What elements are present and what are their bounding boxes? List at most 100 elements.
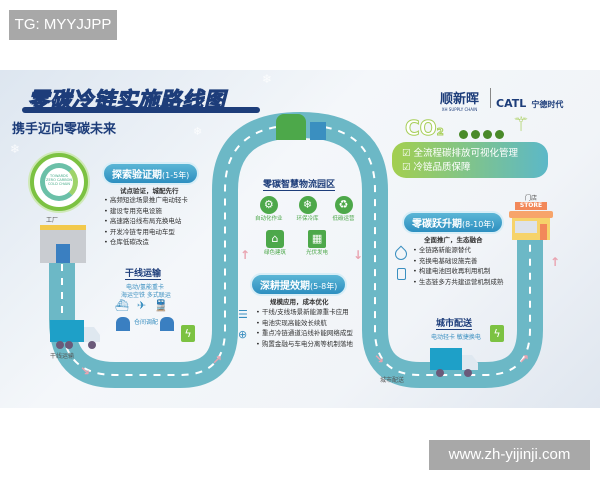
green-building-icon: ⌂ (266, 230, 284, 248)
house-icon (310, 122, 326, 140)
phase2-years: (5-8年) (310, 282, 338, 291)
badge-text: TOWARDS ZERO CARBON COLD CHAIN (46, 174, 72, 186)
list-item: 生态链多方共建运营机制成熟 (413, 277, 504, 288)
snowflake-icon: ❄ (193, 125, 203, 138)
logo-divider (490, 88, 491, 108)
city-delivery-desc: 电动轻卡 敏捷换电 (431, 334, 481, 341)
list-item: 全链路新能源替代 (413, 245, 503, 256)
list-item: 高频短途场景推广电动轻卡 (104, 195, 188, 206)
phase1-list: 高频短途场景推广电动轻卡 建设专用充电设施 高速路沿线布局充换电站 开发冷链专用… (104, 195, 188, 248)
robot-arm-icon: ⚙ (259, 196, 278, 214)
roadmap-infographic: 零碳冷链实施路线图 携手迈向零碳未来 ❄ ❄ ❄ 顺新晖 XH SUPPLY C… (0, 70, 600, 408)
list-item: 电池实现高能效长续航 (256, 318, 353, 329)
list-item: 构建电池回收再利用机制 (413, 266, 503, 277)
phase3-list: 全链路新能源替代 充换电基础设施完善 构建电池回收再利用机制 生态链多方共建运营… (413, 245, 504, 288)
benefit-item: ☑ 冷链品质保障 (402, 162, 471, 173)
phase2-list: 干线/支线场景新能源重卡应用 电池实现高能效长续航 重点冷链通道沿线补能网络成型… (256, 307, 353, 349)
battery-list-icon: ☰ (238, 308, 248, 321)
logistics-park-building-icon (276, 114, 306, 140)
phase2-tagline: 规模应用，成本优化 (270, 298, 329, 306)
phase2-title: 深耕提效期 (260, 281, 310, 292)
list-item: 购置金融与车电分离等机制落地 (256, 339, 353, 350)
warehouse-icon (160, 317, 174, 331)
direction-arrow-icon: ↘ (80, 364, 91, 378)
park-item-label: 光伏发电 (306, 250, 329, 256)
park-item: ♻ 低碳运营 (333, 196, 355, 222)
watermark-top-left: TG: MYYJJPP (9, 10, 117, 40)
cold-storage-icon: ❄ (298, 196, 317, 214)
charging-station-icon: ϟ (490, 325, 504, 342)
store-awning (509, 211, 553, 218)
wind-turbine-icon: ⚚ (512, 112, 530, 136)
phase3-pill: 零碳跃升期(8-10年) (402, 211, 505, 234)
benefit-text: 全流程碳排放可视化管理 (413, 148, 519, 159)
electric-truck-icon (50, 320, 100, 349)
phase2-pill: 深耕提效期(5-8年) (250, 273, 348, 296)
phase1-pill: 探索验证期(1-5年) (102, 162, 200, 185)
warehouse-transfer-label: 仓间调配 (134, 319, 159, 326)
catl-logo-text: CATL (496, 97, 527, 110)
xh-logo-sub: XH SUPPLY CHAIN (441, 107, 478, 112)
trunk-desc2: 海运空铁 多式联运 (121, 292, 171, 299)
park-icons-row2: ⌂ 绿色建筑 ▦ 光伏发电 (264, 230, 328, 256)
catl-logo: CATL 宁德时代 (496, 92, 563, 111)
list-item: 仓库低碳改造 (104, 237, 188, 248)
xh-logo-text: 顺新晖 (440, 92, 480, 107)
electric-truck-icon (430, 348, 478, 377)
charging-station-icon: ϟ (181, 325, 195, 342)
city-delivery-title: 城市配送 (436, 316, 473, 330)
battery-icon (397, 268, 406, 280)
list-item: 高速路沿线布局充换电站 (104, 216, 188, 227)
park-item-label: 绿色建筑 (264, 250, 287, 256)
trunk-truck-label: 干线运输 (50, 353, 75, 360)
park-item-label: 自动化作业 (255, 216, 283, 222)
direction-arrow-icon: ↘ (374, 352, 385, 366)
co2-benefits-box: ☑ 全流程碳排放可视化管理 ☑ 冷链品质保障 (392, 142, 548, 178)
watermark-bottom-right: www.zh-yijinji.com (429, 440, 590, 470)
store-label: 门店 (525, 195, 538, 202)
direction-arrow-icon: ↑ (550, 255, 561, 269)
phase1-years: (1-5年) (162, 171, 190, 180)
benefit-text: 冷链品质保障 (413, 162, 471, 173)
park-item: ▦ 光伏发电 (306, 230, 328, 256)
list-item: 重点冷链通道沿线补能网络成型 (256, 328, 353, 339)
co2-small-icons (459, 130, 504, 139)
catl-logo-cn: 宁德时代 (531, 100, 564, 109)
list-item: 干线/支线场景新能源重卡应用 (256, 307, 353, 318)
page-subtitle: 携手迈向零碳未来 (12, 122, 117, 137)
park-item: ❄环保冷库 (297, 196, 319, 222)
co2-label: CO2 (405, 116, 445, 144)
phase1-tagline: 试点验证，城配先行 (120, 187, 179, 195)
city-truck-label: 城市配送 (380, 377, 405, 384)
snowflake-icon: ❄ (10, 142, 21, 156)
direction-arrow-icon: ↗ (212, 353, 223, 367)
park-item: ⌂ 绿色建筑 (264, 230, 286, 256)
park-icons-row1: ⚙ 自动化作业 ❄环保冷库 ♻ 低碳运营 (255, 196, 355, 222)
store-icon (512, 218, 550, 240)
list-item: 充换电基础设施完善 (413, 256, 503, 267)
co2-text: CO (405, 116, 438, 140)
park-item: ⚙ 自动化作业 (255, 196, 283, 222)
store-sign: STORE (515, 202, 547, 210)
factory-label: 工厂 (46, 217, 59, 224)
direction-arrow-icon: ↓ (353, 248, 364, 262)
benefit-item: ☑ 全流程碳排放可视化管理 (402, 148, 519, 159)
trunk-title: 干线运输 (125, 266, 162, 280)
list-item: 开发冷链专用电动车型 (104, 227, 188, 238)
ship-plane-train-icons: ⛴✈🚆 (115, 299, 176, 312)
park-item-label: 低碳运营 (332, 216, 355, 222)
zero-carbon-badge: TOWARDS ZERO CARBON COLD CHAIN (30, 153, 88, 211)
recycle-icon: ♻ (334, 196, 353, 214)
xh-logo: 顺新晖 XH SUPPLY CHAIN (440, 88, 479, 112)
factory-icon (40, 225, 86, 263)
list-item: 建设专用充电设施 (104, 206, 188, 217)
solar-panel-icon: ▦ (308, 230, 327, 248)
snowflake-icon: ❄ (262, 72, 273, 86)
phase3-years: (8-10年) (462, 220, 495, 229)
park-title: 零碳智慧物流园区 (263, 177, 336, 191)
trunk-desc1: 电动/氢能重卡 (126, 284, 165, 291)
phase1-title: 探索验证期 (112, 170, 162, 181)
globe-icon: ⊕ (238, 328, 248, 341)
title-underline (22, 107, 260, 113)
warehouse-icon (116, 317, 130, 331)
